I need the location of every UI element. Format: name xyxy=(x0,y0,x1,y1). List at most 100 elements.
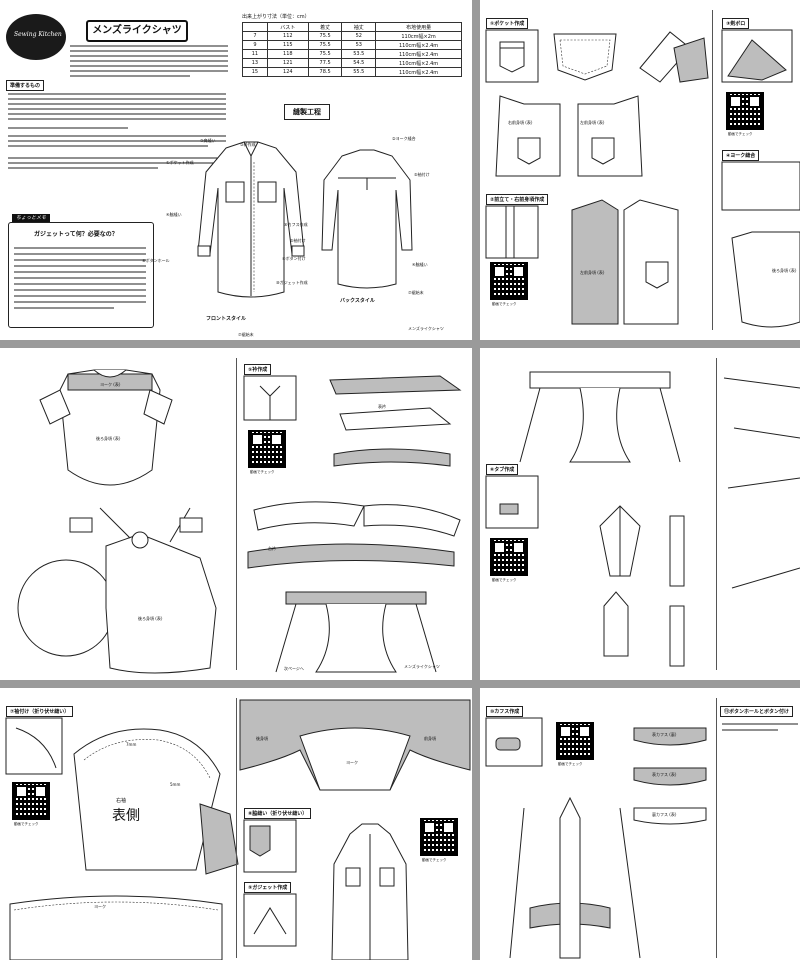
qr-caption: 動画でチェック xyxy=(558,762,583,766)
label-face: 表側 xyxy=(112,808,140,824)
materials-text-block xyxy=(8,93,226,169)
back-label: ②ヨーク縫合 xyxy=(392,136,416,141)
qr-code[interactable] xyxy=(726,92,764,130)
cuff-step-1 xyxy=(485,717,543,767)
label-yoke: ヨーク (表) xyxy=(100,382,121,387)
table-caption: 出来上がり寸法（単位：cm） xyxy=(242,14,310,20)
collar-pieces xyxy=(329,375,462,467)
label-back-bodice: 後ろ身頃 (表) xyxy=(96,436,121,441)
page-3-collar: 後ろ身頃 (表) ヨーク (表) 後ろ身頃 (表) ⑤衿作成 動画でチェック 表… xyxy=(0,348,472,680)
front-label: ⑧ボタンホール xyxy=(142,258,170,263)
qr-code[interactable] xyxy=(490,538,528,576)
heading-buttonhole: ⑪ボタンホールとボタン付け xyxy=(720,706,794,717)
qr-caption: 動画でチェック xyxy=(422,858,447,862)
column-divider xyxy=(716,358,717,670)
tip-box xyxy=(8,222,154,328)
intro-text-block xyxy=(70,45,228,77)
front-label: ⑥カフス作成 xyxy=(284,222,308,227)
qr-caption: 動画でチェック xyxy=(14,822,39,826)
label-front-body: 前身頃 xyxy=(424,736,436,741)
label-back-bodice: 後ろ身頃 (表) xyxy=(772,268,797,273)
qr-code[interactable] xyxy=(556,722,594,760)
label-back-style: バックスタイル xyxy=(340,298,375,304)
label-left-front: 左前身頃 (表) xyxy=(580,120,605,125)
collar-band xyxy=(247,501,461,569)
logo-text: Sewing Kitchen xyxy=(14,31,62,38)
footer: メンズライクシャツ xyxy=(408,326,444,331)
back-label: ④脇縫い xyxy=(412,262,428,267)
label-cuff-1: 表カフス (裏) xyxy=(652,732,677,737)
label-right-sleeve: 右袖 xyxy=(116,798,127,804)
heading-pocket: ①ポケット作成 xyxy=(486,18,529,29)
column-divider xyxy=(236,358,237,670)
footer: メンズライクシャツ xyxy=(404,664,440,669)
label-5mm: 5mm xyxy=(170,782,181,787)
sleeve-step-1 xyxy=(5,717,63,775)
tip-text-block xyxy=(14,247,146,309)
front-label: ②肩縫い xyxy=(200,138,216,143)
size-table-header: バスト着丈袖丈布地使用量 xyxy=(242,22,462,32)
label-top-collar: 表衿 xyxy=(378,404,386,409)
label-right-front: 右前身頃 (表) xyxy=(508,120,533,125)
qr-caption: 動画でチェック xyxy=(250,470,275,474)
front-label: ⑤袖付け xyxy=(290,238,306,243)
sleeve-placket-step xyxy=(721,29,793,83)
heading-side-seam: ⑧脇縫い（折り伏せ縫い） xyxy=(244,808,312,819)
tip-badge: ちょっとメモ xyxy=(12,214,51,222)
pocket-step-2 xyxy=(553,33,617,81)
front-label: ①ポケット作成 xyxy=(166,160,194,165)
heading-placket: ②前立て・右前身頃作成 xyxy=(486,194,549,205)
label-yoke-2: ヨーク xyxy=(94,904,106,909)
label-back-body: 後身頃 xyxy=(256,736,268,741)
page-2-pocket: ①ポケット作成 右前身頃 (表) 左前身頃 (表) ②前立て・右前身頃作成 動画… xyxy=(480,0,800,340)
collar-finish-illustration xyxy=(519,371,681,463)
column-divider xyxy=(236,698,237,958)
front-label: ⑨ボタン付け xyxy=(282,256,306,261)
label-cuff-2: 表カフス (表) xyxy=(652,772,677,777)
sleeve-pattern xyxy=(73,728,239,875)
process-title: 縫製工程 xyxy=(284,104,330,120)
side-panel-illustration xyxy=(723,377,800,589)
placket-bodices xyxy=(571,199,679,325)
placket-step xyxy=(485,205,539,259)
back-label: ⑦裾始末 xyxy=(408,290,424,295)
yoke-sleeve-bottom xyxy=(9,895,223,960)
yoke-shoulder-diagram xyxy=(239,699,471,791)
yoke-diagram-2 xyxy=(17,507,217,674)
back-shirt-illustration xyxy=(321,149,413,289)
tab-steps xyxy=(599,505,685,667)
pocket-step-3 xyxy=(639,31,709,83)
qr-code[interactable] xyxy=(420,818,458,856)
qr-caption: 動画でチェック xyxy=(492,578,517,582)
buttonhole-text-lines xyxy=(722,723,798,731)
label-yoke-3: ヨーク xyxy=(346,760,358,765)
qr-code[interactable] xyxy=(12,782,50,820)
sleeve-cuff-attach xyxy=(509,796,641,959)
page-4-tab: ⑥タブ作成 動画でチェック xyxy=(480,348,800,680)
logo-badge xyxy=(6,14,66,60)
front-label: ④脇縫い xyxy=(166,212,182,217)
back-label: ⑤袖付け xyxy=(414,172,430,177)
front-shirt-illustration xyxy=(197,141,305,298)
page-title: メンズライクシャツ xyxy=(86,20,188,42)
collar-attach xyxy=(275,591,437,673)
yoke-assembly xyxy=(39,369,173,486)
label-cuff-3: 裏カフス (表) xyxy=(652,812,677,817)
section-materials-heading: 準備するもの xyxy=(6,80,45,91)
page-6-cuff: ⑩カフス作成 動画でチェック 表カフス (裏) 表カフス (表) 裏カフス (表… xyxy=(480,688,800,960)
column-divider xyxy=(716,698,717,958)
cuff-pieces xyxy=(633,727,707,825)
heading-collar: ⑤衿作成 xyxy=(244,364,272,375)
qr-code[interactable] xyxy=(248,430,286,468)
side-seam-step xyxy=(243,819,297,873)
qr-code[interactable] xyxy=(490,262,528,300)
heading-yoke: ④ヨーク縫合 xyxy=(722,150,760,161)
heading-cuff: ⑩カフス作成 xyxy=(486,706,524,717)
gusset-step xyxy=(243,893,297,947)
label-front-style: フロントスタイル xyxy=(206,316,247,322)
arrow-next-page: 次ページへ xyxy=(284,666,304,671)
